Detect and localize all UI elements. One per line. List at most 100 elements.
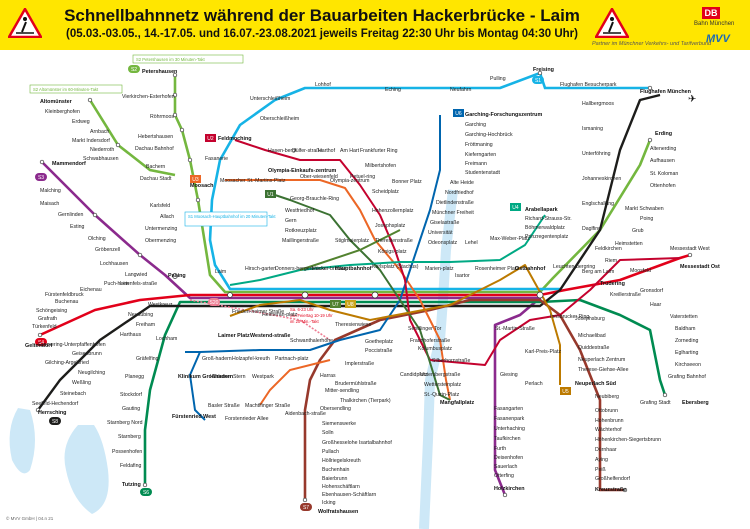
- station-possenhofen: Possenhofen: [112, 449, 142, 455]
- line-u3: [225, 179, 451, 401]
- station-ebenhausen: Ebenhausen-Schäftlarn: [322, 492, 376, 498]
- station-giesing: Giesing: [500, 372, 518, 378]
- station-oberwiesenfeld: Ober-wiesenfeld: [300, 174, 338, 180]
- station-erdweg: Erdweg: [72, 119, 90, 125]
- station-basler-str: Basler Straße: [208, 403, 240, 409]
- badge-s2: S2: [131, 67, 137, 73]
- line-u5: [229, 264, 561, 385]
- note-s8-line2: So./Feiertag 10-19 Uhr: [290, 313, 333, 318]
- station-eching: Eching: [385, 87, 401, 93]
- station-arabellapark: Arabellapark: [525, 207, 558, 213]
- station-haderner-stern: Haderner Stern: [210, 374, 246, 380]
- station-petershausen: Petershausen: [142, 69, 177, 75]
- station-aufhausen: Aufhausen: [650, 158, 675, 164]
- station-zorneding: Zorneding: [675, 338, 698, 344]
- station-feldmoching: Feldmoching: [218, 136, 252, 142]
- station-obermenzing: Obermenzing: [145, 238, 176, 244]
- header-banner: Schnellbahnnetz während der Bauarbeiten …: [0, 0, 750, 50]
- station-westfriedhof: Westfriedhof: [285, 208, 315, 214]
- station-garching-hochbrueck: Garching-Hochbrück: [465, 132, 513, 138]
- station-deisenhofen: Deisenhofen: [494, 455, 523, 461]
- station-grafrath: Grafrath: [38, 316, 57, 322]
- station-feldafing: Feldafing: [120, 463, 141, 469]
- station-pulling: Pulling: [490, 76, 506, 82]
- station-rotkreuzplatz: Rotkreuzplatz: [285, 228, 317, 234]
- station-st-quirin-platz: St.-Quirin-Platz: [424, 392, 460, 398]
- station-altenerding: Altenerding: [650, 146, 676, 152]
- station-buchenhain: Buchenhain: [322, 467, 350, 473]
- station-solln: Solln: [322, 430, 334, 436]
- station-holzapfelkreuth: Holzapfel-kreuth: [232, 356, 270, 362]
- badge-s8: S8: [52, 419, 58, 425]
- station-koenigsplatz: Königs-platz: [378, 249, 407, 255]
- station-fasangarten: Fasangarten: [494, 406, 523, 412]
- station-moosach: Moosach: [190, 183, 213, 189]
- badge-u1: U1: [267, 192, 274, 198]
- station-mittersendling: Mitter-sendling: [325, 388, 359, 394]
- station-hoehenkirchen: Höhenkirchen-Siegertsbrunn: [595, 437, 661, 443]
- station-grosshesselohe: Großhesselohe Isartalbahnhof: [322, 440, 392, 446]
- station-freising: Freising: [533, 67, 554, 73]
- station-sauerlach: Sauerlach: [494, 464, 517, 470]
- station-kreillerstr: Kreillerstraße: [610, 292, 641, 298]
- station-riem: Riem: [605, 258, 617, 264]
- station-siemenswerke: Siemenswerke: [322, 421, 356, 427]
- station-baierbrunn: Baierbrunn: [322, 476, 347, 482]
- station-untermenzing: Untermenzing: [145, 226, 177, 232]
- station-kolumbusplatz: Kolumbusplatz: [418, 346, 452, 352]
- station-isartor: Isartor: [455, 273, 470, 279]
- station-harthaus: Harthaus: [120, 332, 141, 338]
- station-peiss: Peiß: [595, 467, 606, 473]
- station-neugilching: Neugilching: [78, 370, 105, 376]
- station-alte-heide: Alte Heide: [450, 180, 474, 186]
- station-unterschleissheim: Unterschleißheim: [250, 96, 290, 102]
- station-westendstr: Westend-straße: [250, 333, 290, 339]
- station-schwanthalerhoehe: Schwanthalerhöhe: [290, 338, 333, 344]
- station-tuerkenfeld: Türkenfeld: [32, 324, 57, 330]
- station-dietlindenstr: Dietlindenstraße: [436, 200, 474, 206]
- station-unterfoehring: Unterföhring: [582, 151, 611, 157]
- station-maillingerstr: Maillingerstraße: [282, 238, 319, 244]
- station-innsbrucker-ring: Innsbrucker Ring: [550, 314, 589, 320]
- badge-s6: S6: [143, 490, 149, 496]
- station-westkreuz: Westkreuz: [148, 302, 173, 308]
- station-pasing: Pasing: [168, 273, 186, 279]
- badge-u7: U7: [332, 302, 339, 308]
- station-groebenzell: Gröbenzell: [95, 247, 120, 253]
- line-s3: [41, 161, 542, 496]
- station-grafing-stadt: Grafing Stadt: [640, 400, 671, 406]
- note-s1-hauptbahnhof: S1 Moosach-Hauptbahnhof im 20 Minuten-Ta…: [188, 214, 276, 219]
- line-s1: [208, 71, 560, 291]
- station-otterfing: Otterfing: [494, 473, 514, 479]
- station-lohhof: Lohhof: [315, 82, 331, 88]
- station-marienplatz: Marien-platz: [425, 266, 454, 272]
- station-poccistr: Poccistraße: [365, 348, 393, 354]
- station-gauting: Gauting: [122, 406, 140, 412]
- station-frankfurter-ring: Frankfurter Ring: [360, 148, 398, 154]
- line-u3-south: [259, 359, 331, 406]
- station-karlsplatz: Karlsplatz (Stachus): [372, 264, 419, 270]
- station-garching-forschung: Garching-Forschungszentrum: [465, 112, 542, 118]
- station-olympiazentrum: Olympia-zentrum: [330, 178, 370, 184]
- station-englschalking: Englschalking: [582, 201, 614, 207]
- station-neufahrn: Neufahrn: [450, 87, 471, 93]
- station-bachern: Bachern: [146, 164, 165, 170]
- station-hackerbruecke: Hacker-brücke: [312, 266, 346, 272]
- line-u1: [274, 194, 451, 401]
- page-subtitle: (05.03.-03.05., 14.-17.05. und 16.07.-23…: [66, 28, 578, 40]
- station-langwied: Langwied: [125, 272, 147, 278]
- station-flughafen: Flughafen München: [640, 89, 691, 95]
- station-st-martin-str: St.-Martin-Straße: [495, 326, 535, 332]
- station-neuaubing: Neuaubing: [128, 312, 153, 318]
- station-universitaet: Universität: [428, 230, 453, 236]
- station-wettersteinplatz: Wettersteinplatz: [424, 382, 462, 388]
- station-trudering: Trudering: [600, 281, 625, 287]
- station-perlach: Perlach: [525, 381, 543, 387]
- station-gern: Gern: [285, 218, 297, 224]
- station-starnberg: Starnberg: [118, 434, 141, 440]
- station-brudermuehlstr: Brudermühlstraße: [335, 381, 377, 387]
- station-goetheplatz: Goetheplatz: [365, 339, 393, 345]
- station-oberschleissheim: Oberschleißheim: [260, 116, 299, 122]
- station-giselastr: Giselastraße: [430, 220, 460, 226]
- line-u6: [185, 115, 441, 353]
